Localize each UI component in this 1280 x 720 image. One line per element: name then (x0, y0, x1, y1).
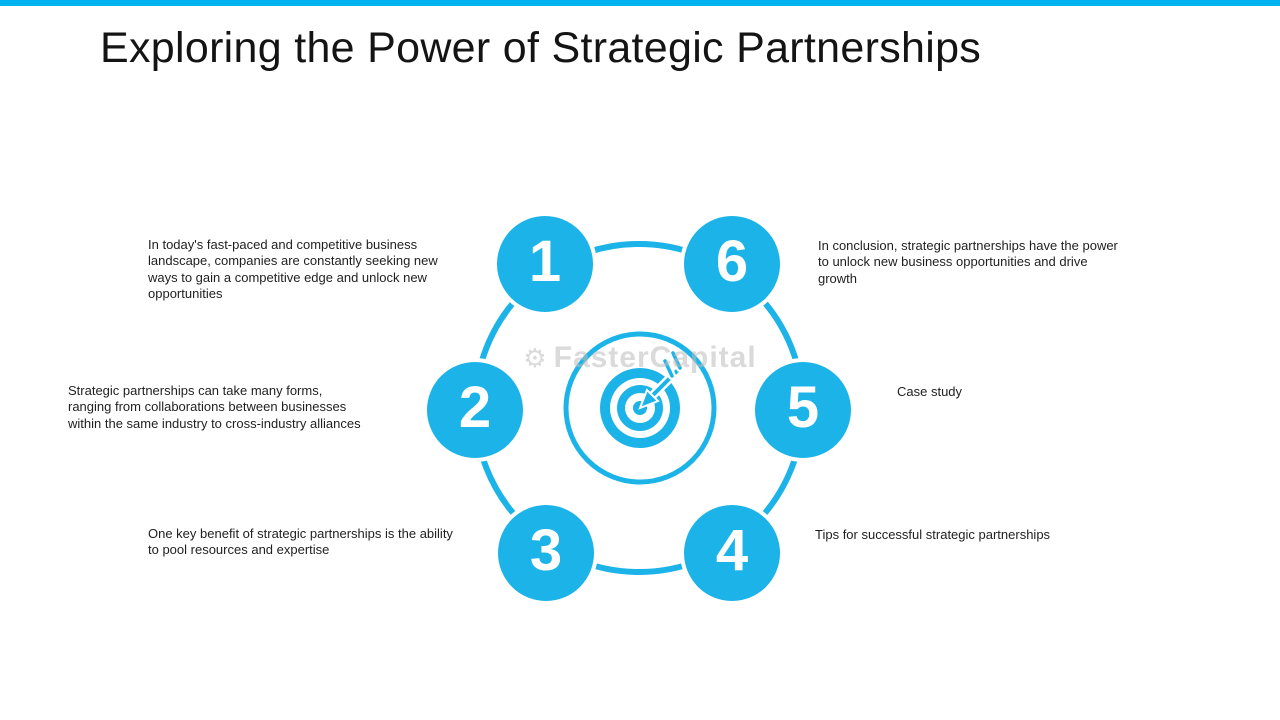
step-circle-1: 1 (493, 212, 597, 316)
slide-title: Exploring the Power of Strategic Partner… (100, 24, 982, 72)
target-arrow (638, 349, 685, 410)
step-circle-6: 6 (680, 212, 784, 316)
top-accent-bar (0, 0, 1280, 6)
target-icon (563, 331, 717, 485)
step-text-5: Case study (897, 384, 963, 399)
step-circle-2: 2 (423, 358, 527, 462)
step-circle-5: 5 (751, 358, 855, 462)
watermark: ⚙ FasterCapital (523, 341, 756, 375)
step-text-1: In today's fast-paced and competitive bu… (148, 237, 438, 301)
step-text-2: Strategic partnerships can take many for… (68, 383, 361, 431)
step-number: 4 (715, 518, 749, 583)
step-circle-4: 4 (680, 501, 784, 605)
step-number: 5 (786, 375, 820, 440)
step-text-4: Tips for successful strategic partnershi… (815, 527, 1051, 542)
step-circle-3: 3 (494, 501, 598, 605)
step-number: 1 (528, 229, 562, 294)
step-number: 3 (529, 518, 563, 583)
watermark-label: FasterCapital (553, 341, 757, 374)
step-text-6: In conclusion, strategic partnerships ha… (818, 238, 1118, 286)
step-text-3: One key benefit of strategic partnership… (148, 526, 453, 558)
gear-icon: ⚙ (523, 342, 548, 373)
step-number: 6 (715, 229, 749, 294)
step-number: 2 (458, 375, 492, 440)
